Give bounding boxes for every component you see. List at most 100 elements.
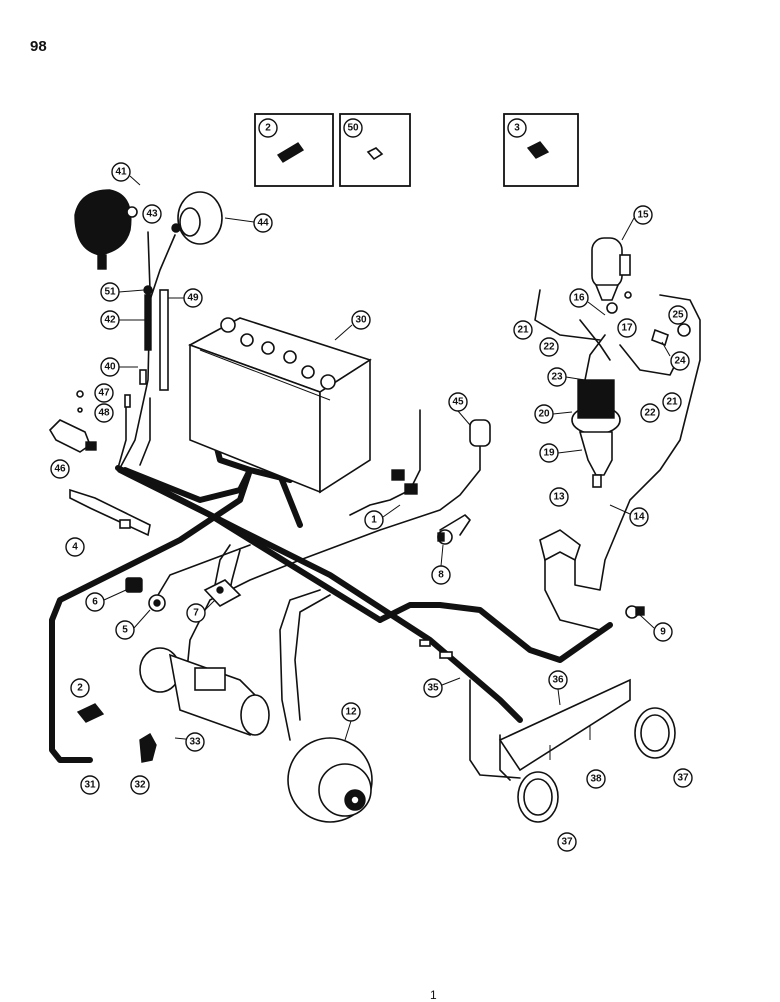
connector-35 xyxy=(419,639,453,659)
thin-wires xyxy=(117,231,701,781)
callout-48: 48 xyxy=(94,403,114,423)
svg-text:12: 12 xyxy=(345,707,357,718)
switch-8 xyxy=(437,529,453,545)
svg-text:46: 46 xyxy=(54,464,66,475)
svg-text:50: 50 xyxy=(347,123,359,134)
inset-box-50: 50 xyxy=(339,113,411,187)
callout-12: 12 xyxy=(341,702,361,722)
terminal-2 xyxy=(76,703,105,723)
svg-text:20: 20 xyxy=(538,409,550,420)
svg-text:38: 38 xyxy=(590,774,602,785)
inset-box-2: 2 xyxy=(254,113,334,187)
callout-20: 20 xyxy=(534,404,554,424)
work-light xyxy=(74,189,138,270)
callout-inset-50: 50 xyxy=(343,118,363,138)
svg-text:44: 44 xyxy=(257,218,269,229)
callout-14: 14 xyxy=(629,507,649,527)
svg-text:37: 37 xyxy=(561,837,573,848)
svg-text:35: 35 xyxy=(427,683,439,694)
svg-text:21: 21 xyxy=(517,325,529,336)
svg-text:32: 32 xyxy=(134,780,146,791)
svg-text:22: 22 xyxy=(644,408,656,419)
relay-7 xyxy=(203,579,242,608)
svg-text:25: 25 xyxy=(672,310,684,321)
wire-sleeves xyxy=(124,285,169,408)
capacitor-45 xyxy=(469,419,491,447)
callout-38: 38 xyxy=(586,769,606,789)
svg-text:6: 6 xyxy=(92,597,98,608)
svg-text:9: 9 xyxy=(660,627,666,638)
svg-text:2: 2 xyxy=(77,683,83,694)
svg-text:15: 15 xyxy=(637,210,649,221)
callout-13: 13 xyxy=(549,487,569,507)
callout-6: 6 xyxy=(85,592,105,612)
callout-21-right: 21 xyxy=(662,392,682,412)
svg-text:5: 5 xyxy=(122,625,128,636)
callout-5: 5 xyxy=(115,620,135,640)
svg-text:37: 37 xyxy=(677,773,689,784)
callout-44: 44 xyxy=(253,213,273,233)
main-harness xyxy=(49,337,613,763)
callout-46: 46 xyxy=(50,459,70,479)
svg-text:33: 33 xyxy=(189,737,201,748)
callout-7: 7 xyxy=(186,603,206,623)
svg-text:47: 47 xyxy=(98,388,110,399)
callout-25: 25 xyxy=(668,305,688,325)
callout-45: 45 xyxy=(448,392,468,412)
callout-49: 49 xyxy=(183,288,203,308)
callout-37-left: 37 xyxy=(557,832,577,852)
svg-text:7: 7 xyxy=(193,608,199,619)
callout-36: 36 xyxy=(548,670,568,690)
callout-43: 43 xyxy=(142,204,162,224)
svg-text:3: 3 xyxy=(514,123,520,134)
svg-text:1: 1 xyxy=(371,515,377,526)
callout-31: 31 xyxy=(80,775,100,795)
callout-30: 30 xyxy=(351,310,371,330)
callout-24: 24 xyxy=(670,351,690,371)
svg-text:17: 17 xyxy=(621,323,633,334)
grommet-25 xyxy=(677,323,691,337)
ignition-coil xyxy=(591,237,632,301)
callout-9: 9 xyxy=(653,622,673,642)
callout-40: 40 xyxy=(100,357,120,377)
leader-lines xyxy=(103,175,671,741)
callout-1: 1 xyxy=(364,510,384,530)
callout-19: 19 xyxy=(539,443,559,463)
callout-22-right: 22 xyxy=(640,403,660,423)
svg-text:23: 23 xyxy=(551,372,563,383)
callout-41: 41 xyxy=(111,162,131,182)
callout-8: 8 xyxy=(431,565,451,585)
callout-2: 2 xyxy=(70,678,90,698)
callout-16: 16 xyxy=(569,288,589,308)
inset-box-3: 3 xyxy=(503,113,579,187)
callout-32: 32 xyxy=(130,775,150,795)
svg-text:19: 19 xyxy=(543,448,555,459)
svg-text:43: 43 xyxy=(146,209,158,220)
callout-42: 42 xyxy=(100,310,120,330)
svg-text:8: 8 xyxy=(438,570,444,581)
callout-15: 15 xyxy=(633,205,653,225)
page-number: 98 xyxy=(30,38,47,55)
callout-33: 33 xyxy=(185,732,205,752)
battery xyxy=(188,317,372,494)
svg-text:24: 24 xyxy=(674,356,686,367)
bracket-4 xyxy=(69,488,151,537)
bracket-13 xyxy=(539,529,581,562)
callout-21-left: 21 xyxy=(513,320,533,340)
svg-text:13: 13 xyxy=(553,492,565,503)
connector-1 xyxy=(391,469,418,495)
switch-46 xyxy=(48,390,97,453)
svg-text:22: 22 xyxy=(543,342,555,353)
callout-37-right: 37 xyxy=(673,768,693,788)
svg-text:49: 49 xyxy=(187,293,199,304)
svg-text:41: 41 xyxy=(115,167,127,178)
svg-text:31: 31 xyxy=(84,780,96,791)
callout-inset-3: 3 xyxy=(507,118,527,138)
sender-5 xyxy=(148,594,166,612)
svg-text:51: 51 xyxy=(104,287,116,298)
svg-text:48: 48 xyxy=(98,408,110,419)
tail-light-left xyxy=(517,771,559,823)
svg-text:4: 4 xyxy=(72,542,78,553)
footer-mark: 1 xyxy=(430,988,437,1002)
